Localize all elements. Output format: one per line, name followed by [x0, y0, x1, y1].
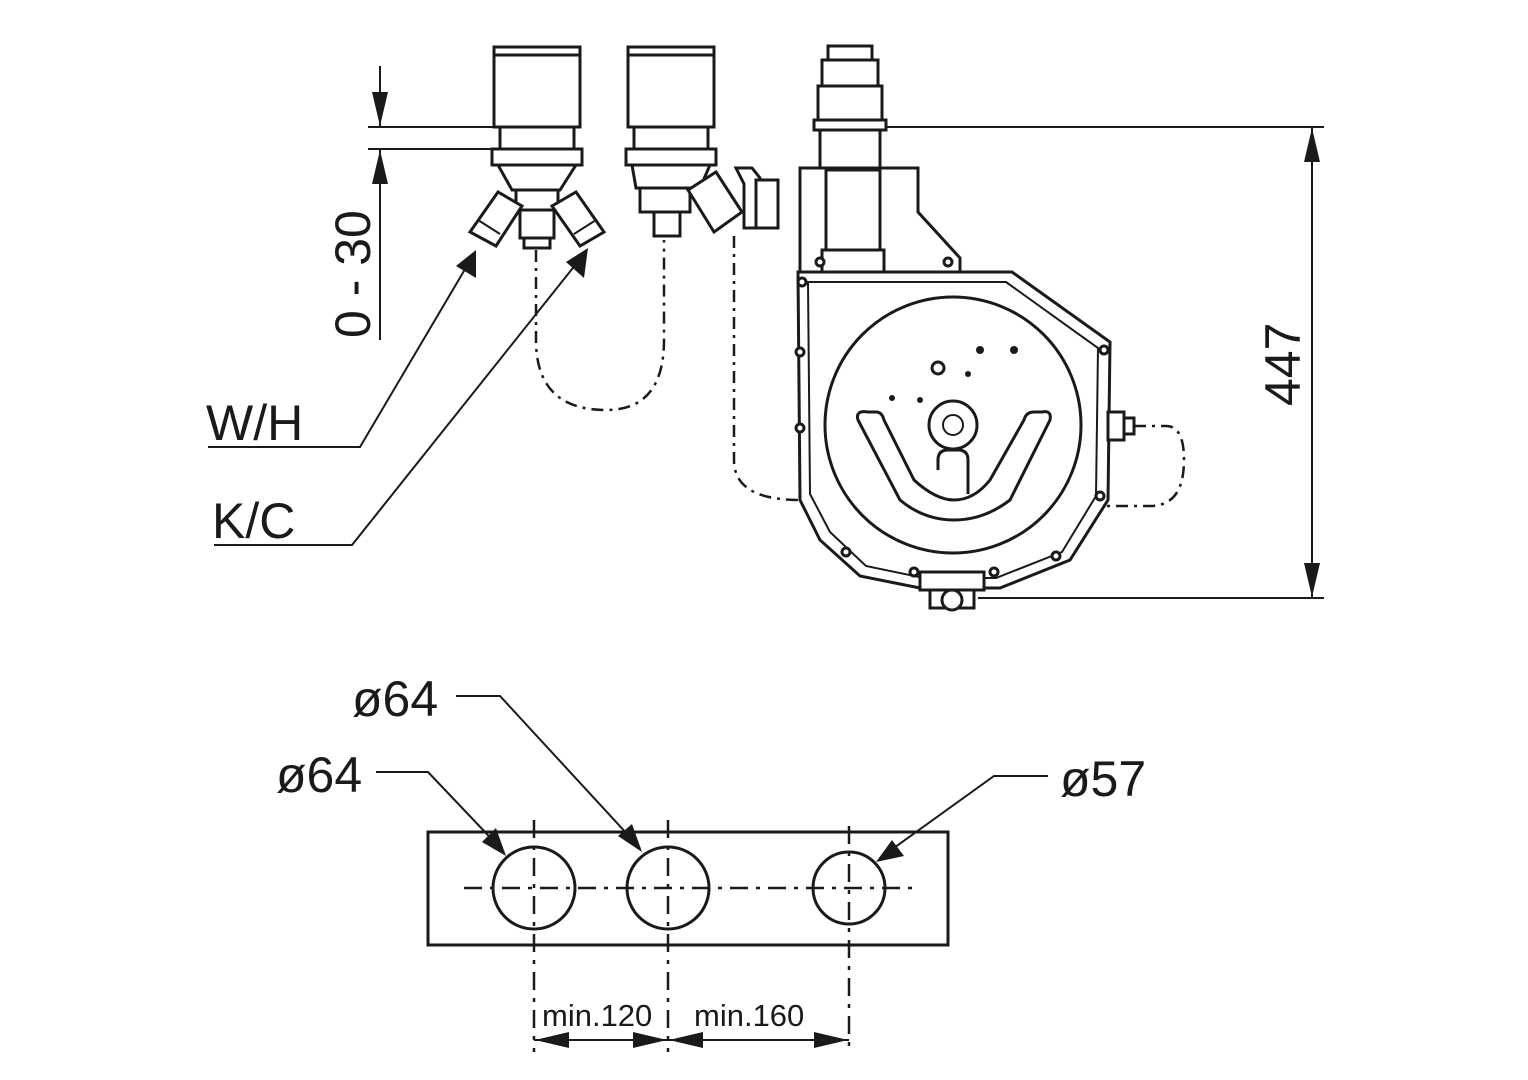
- height-label: 447: [1255, 323, 1311, 406]
- leader-hot: [208, 250, 476, 448]
- cistern-body: [794, 44, 1136, 612]
- leader-d2: [376, 771, 506, 856]
- cover-plate: [426, 820, 950, 1052]
- range-label: 0 - 30: [325, 210, 381, 338]
- valve-handle-left: [467, 45, 607, 250]
- leader-cold: [214, 248, 588, 546]
- hose-left: [534, 240, 666, 412]
- hose-middle: [732, 236, 801, 502]
- dimension-spacing: [534, 1032, 849, 1048]
- diameter-label-2: ø64: [276, 747, 362, 803]
- dimension-range: [368, 66, 500, 340]
- spacing-label-1: min.120: [542, 998, 652, 1033]
- diameter-label-1: ø64: [352, 671, 438, 727]
- dimension-height: [886, 126, 1324, 599]
- leader-d3: [876, 775, 1048, 862]
- spacing-label-2: min.160: [694, 998, 804, 1033]
- cold-label: K/C: [212, 493, 295, 549]
- hose-right: [1106, 424, 1186, 508]
- leader-d1: [456, 695, 642, 852]
- valve-handle-middle: [624, 45, 780, 238]
- diameter-label-3: ø57: [1060, 751, 1146, 807]
- hot-label: W/H: [206, 395, 303, 451]
